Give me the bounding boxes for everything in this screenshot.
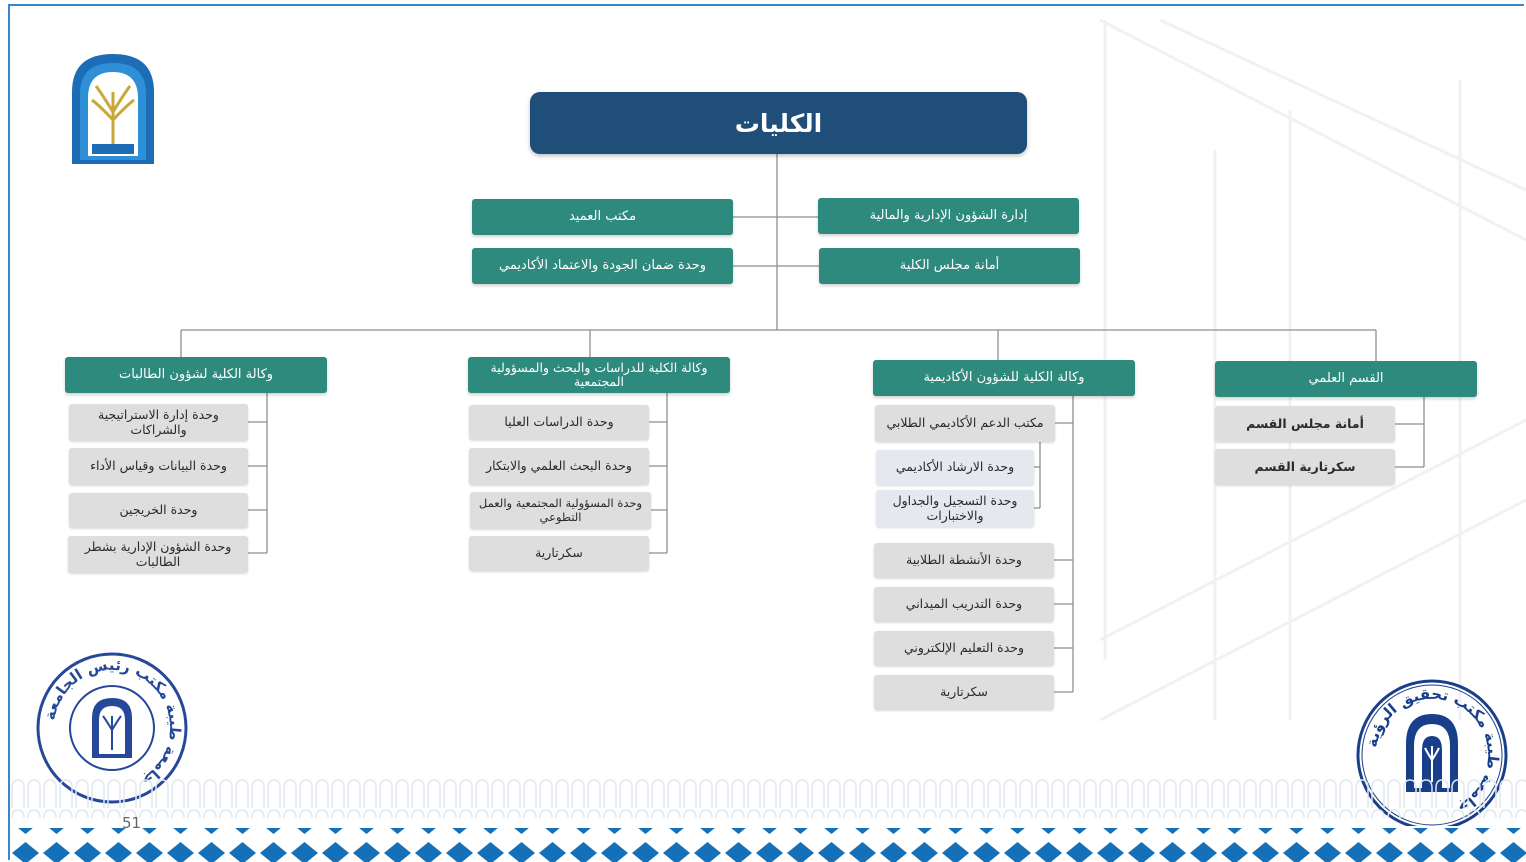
academic-affairs-vice-deanship-header: وكالة الكلية للشؤون الأكاديمية (873, 360, 1135, 396)
page-number: 51 (122, 814, 142, 832)
council-secretariat-box: أمانة مجلس الكلية (819, 248, 1080, 284)
colleges-title-box: الكليات (530, 92, 1027, 154)
alumni-unit: وحدة الخريجين (69, 493, 248, 528)
academic-support-office: مكتب الدعم الأكاديمي الطلابي (875, 405, 1055, 442)
registration-exams-unit: وحدة التسجيل والجداول والاختبارات (876, 490, 1034, 527)
academic-advising-unit: وحدة الارشاد الأكاديمي (876, 450, 1034, 485)
dean-office-box: مكتب العميد (472, 199, 733, 235)
graduate-studies-unit: وحدة الدراسات العليا (469, 405, 649, 440)
research-innovation-unit: وحدة البحث العلمي والابتكار (469, 448, 649, 485)
footer-pattern (10, 778, 1526, 862)
elearning-unit: وحدة التعليم الإلكتروني (874, 631, 1054, 666)
admin-finance-box: إدارة الشؤون الإدارية والمالية (818, 198, 1079, 234)
strategy-partnerships-unit: وحدة إدارة الاستراتيجية والشراكات (69, 404, 248, 441)
female-students-vice-deanship-header: وكالة الكلية لشؤون الطالبات (65, 357, 327, 393)
community-responsibility-unit: وحدة المسؤولية المجتمعية والعمل التطوعي (470, 492, 651, 529)
female-admin-affairs-unit: وحدة الشؤون الإدارية بشطر الطالبات (68, 536, 248, 573)
data-performance-unit: وحدة البيانات وقياس الأداء (69, 448, 248, 485)
graduate-secretariat: سكرتارية (469, 536, 649, 571)
graduate-research-vice-deanship-header: وكالة الكلية للدراسات والبحث والمسؤولية … (468, 357, 730, 393)
student-activities-unit: وحدة الأنشطة الطلابية (874, 543, 1054, 578)
field-training-unit: وحدة التدريب الميداني (874, 587, 1054, 622)
academic-secretariat: سكرتارية (874, 675, 1054, 710)
department-secretariat: سكرتارية القسم (1215, 449, 1395, 485)
university-logo (72, 54, 154, 164)
quality-unit-box: وحدة ضمان الجودة والاعتماد الأكاديمي (472, 248, 733, 284)
slide-frame (8, 4, 1524, 860)
academic-department-header: القسم العلمي (1215, 361, 1477, 397)
department-council-secretariat: أمانة مجلس القسم (1215, 406, 1395, 442)
president-office-seal: جامعة طيبة مكتب رئيس الجامعة (36, 652, 188, 804)
